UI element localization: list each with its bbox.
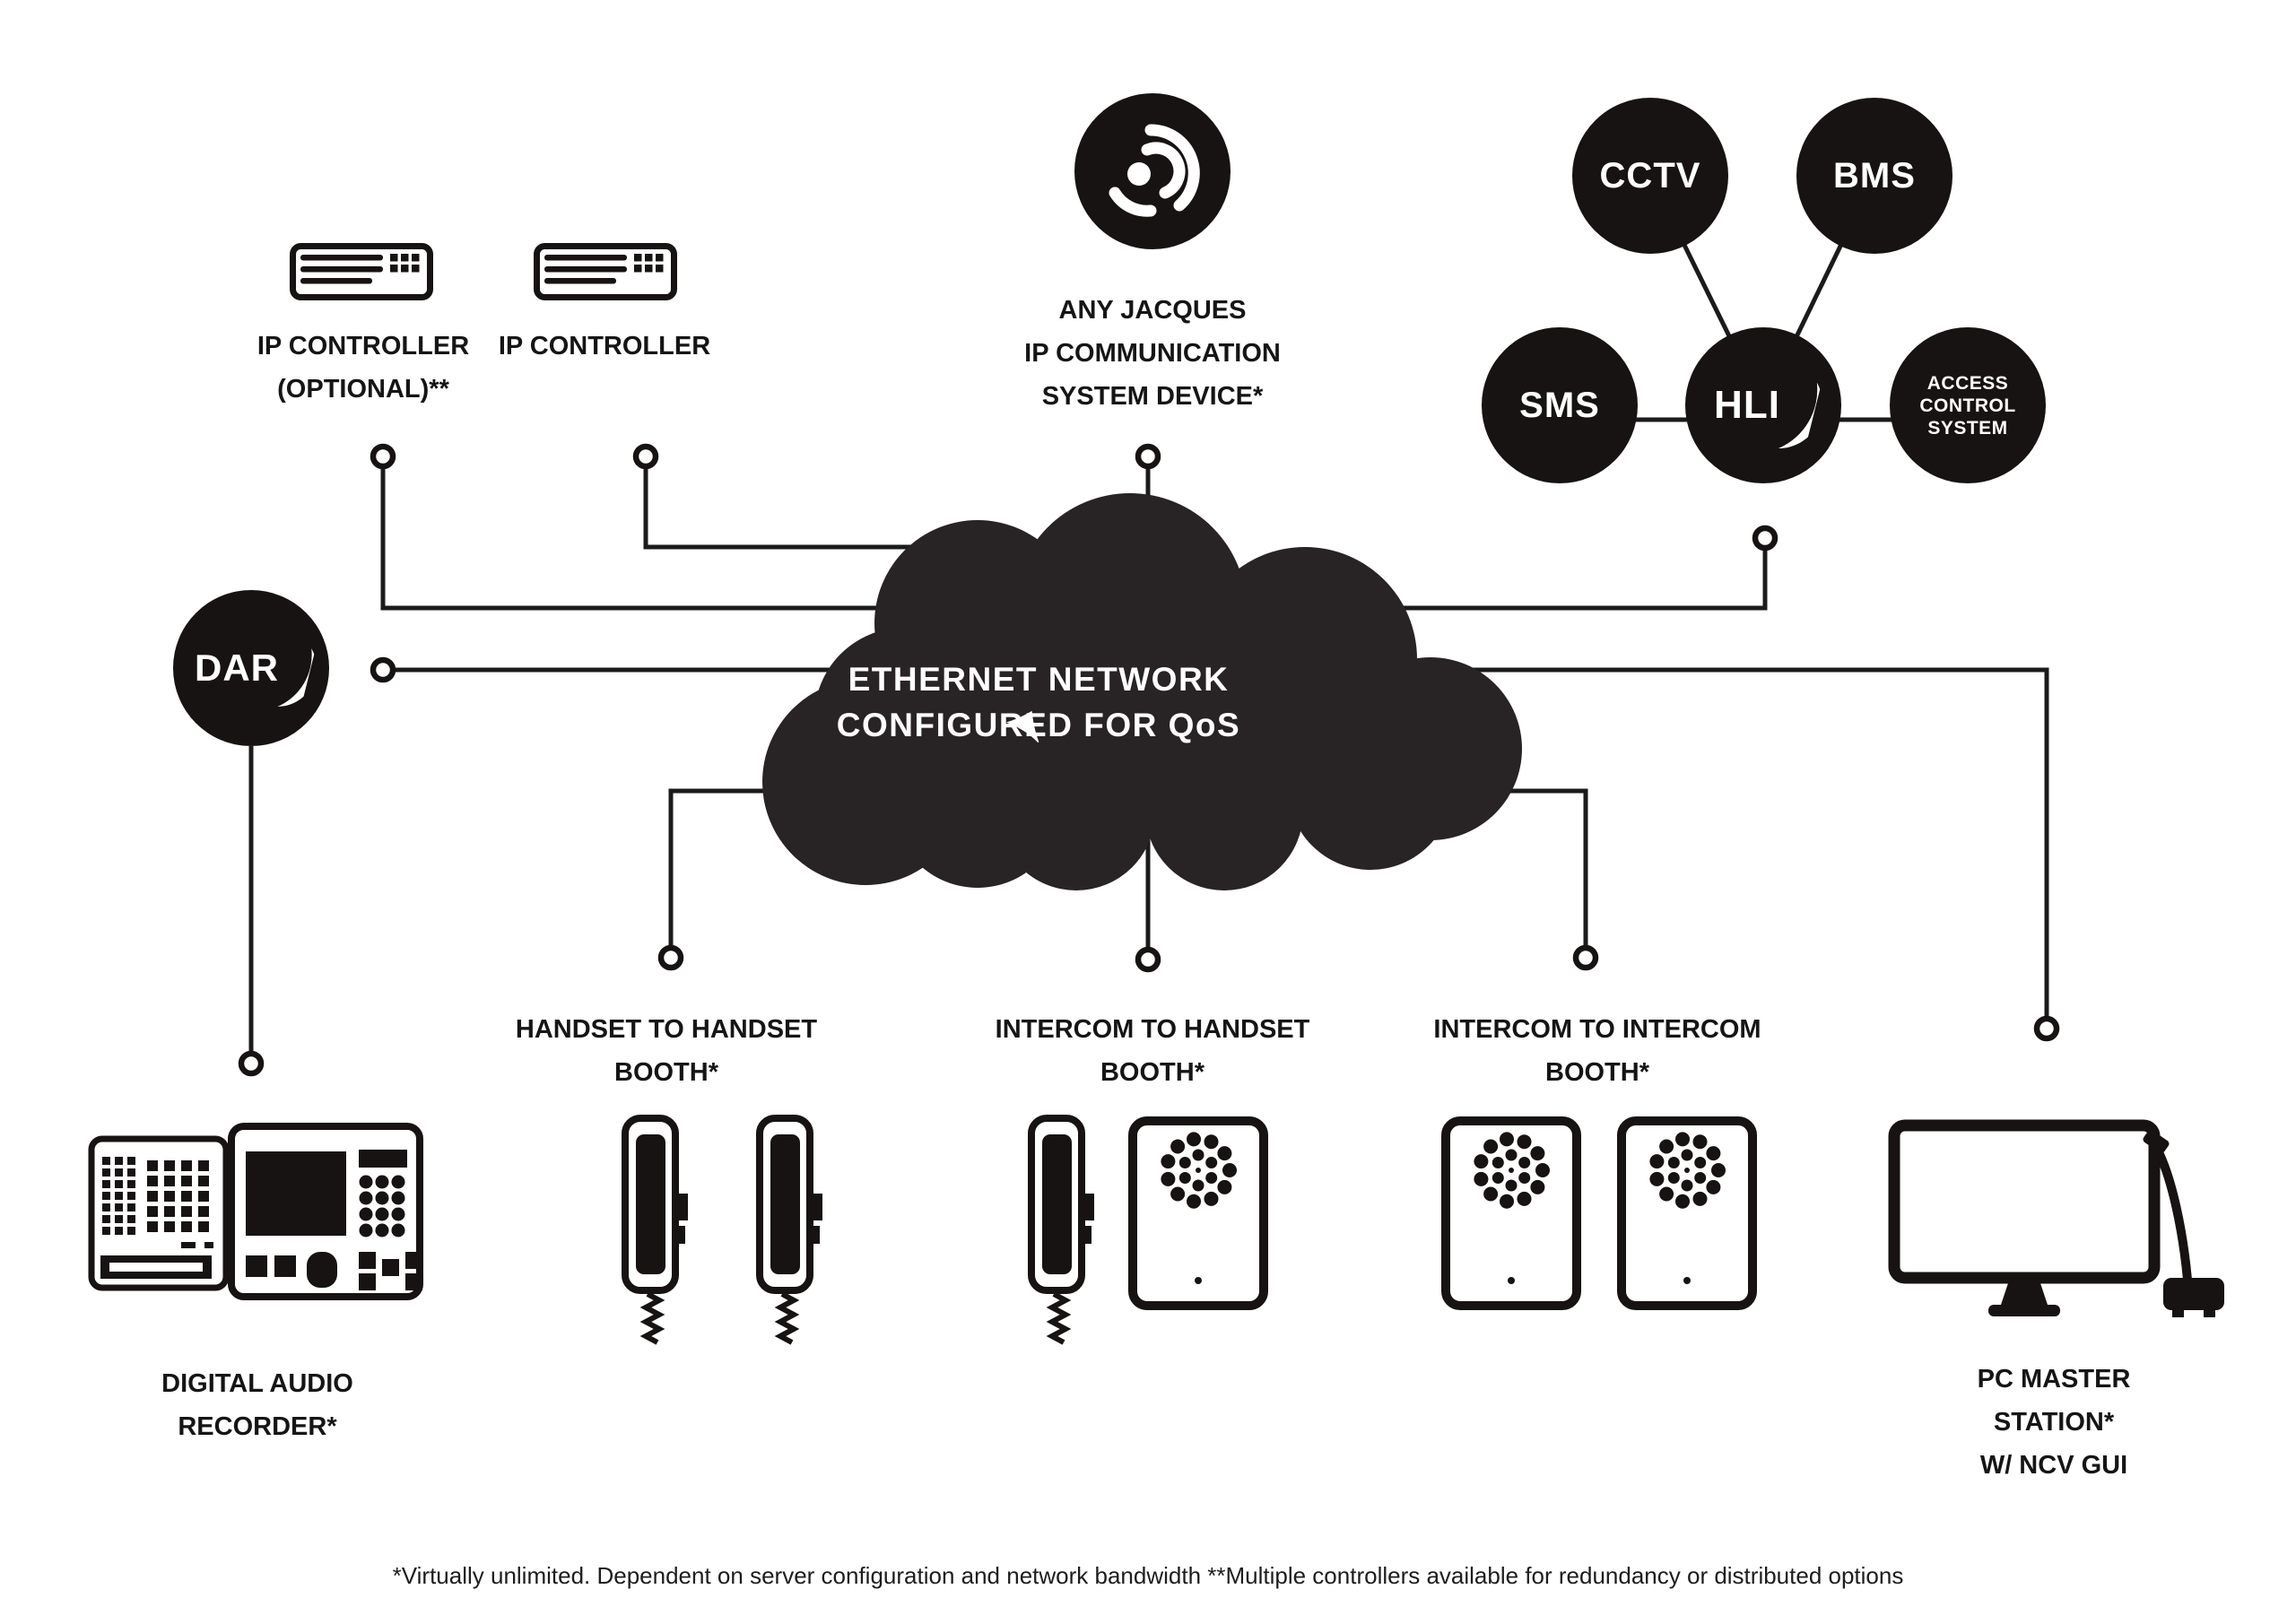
connection-point: [370, 443, 396, 470]
label-line: RECORDER*: [178, 1412, 337, 1441]
node-bms-label: BMS: [1833, 155, 1916, 195]
label-line: STATION*: [1993, 1408, 2115, 1437]
connection-point: [370, 656, 396, 683]
handset-to-handset-label: HANDSET TO HANDSET BOOTH*: [516, 1008, 817, 1094]
node-dar-label: DAR: [195, 647, 279, 689]
connection-point: [238, 1050, 265, 1077]
label-line: INTERCOM TO HANDSET: [995, 1015, 1310, 1044]
label-line: IP COMMUNICATION: [1024, 339, 1281, 368]
node-cctv: CCTV: [1572, 98, 1728, 254]
connection-point: [657, 944, 684, 971]
connection-point: [2033, 1015, 2060, 1042]
ip-controller-icon: [534, 243, 677, 300]
handset-icon: [1028, 1115, 1094, 1345]
label-line: PC MASTER: [1977, 1365, 2131, 1394]
connection-point: [1135, 946, 1161, 973]
label-line: W/ NCV GUI: [1979, 1451, 2128, 1480]
ip-controller-optional-icon: [290, 243, 433, 300]
ethernet-cloud: [762, 493, 1522, 890]
label-line: (OPTIONAL)**: [277, 375, 449, 404]
handset-icon: [756, 1115, 822, 1345]
label-line: ACCESS: [1926, 372, 2009, 394]
pc-master-station-label: PC MASTER STATION* W/ NCV GUI: [1978, 1358, 2131, 1487]
jacques-logo-icon: [1109, 124, 1200, 217]
label-line: CONTROL: [1919, 395, 2016, 416]
jacques-device-node: [1074, 93, 1231, 249]
connection-point: [1135, 443, 1161, 470]
intercom-to-intercom-label: INTERCOM TO INTERCOM BOOTH*: [1433, 1008, 1761, 1094]
node-hli: HLI: [1685, 327, 1841, 483]
label-line: SYSTEM: [1927, 417, 2008, 439]
node-access-control: ACCESS CONTROL SYSTEM: [1890, 327, 2046, 483]
cloud-title: ETHERNET NETWORK CONFIGURED FOR QoS: [837, 656, 1240, 748]
node-sms: SMS: [1482, 327, 1638, 483]
digital-audio-recorder-icon: [88, 1123, 423, 1300]
wire-handset-booth: [668, 788, 807, 947]
label-line: IP CONTROLLER: [498, 332, 711, 360]
ip-controller-optional-label: IP CONTROLLER (OPTIONAL)**: [257, 325, 469, 411]
connection-point: [1572, 944, 1599, 971]
node-sms-label: SMS: [1519, 385, 1600, 425]
label-line: BOOTH*: [614, 1058, 718, 1087]
connection-point: [632, 443, 659, 470]
connection-point: [1752, 525, 1779, 551]
footnote: *Virtually unlimited. Dependent on serve…: [392, 1562, 1904, 1589]
wire-ip-controller: [643, 467, 1031, 550]
pc-master-station-icon: [1888, 1119, 2224, 1317]
label-line: SYSTEM DEVICE*: [1041, 382, 1264, 411]
label-line: ANY JACQUES: [1058, 296, 1247, 325]
jacques-device-label: ANY JACQUES IP COMMUNICATION SYSTEM DEVI…: [1024, 289, 1281, 418]
intercom-icon: [1617, 1116, 1757, 1310]
label-line: BOOTH*: [1545, 1058, 1649, 1087]
node-cctv-label: CCTV: [1599, 155, 1701, 195]
digital-audio-recorder-label: DIGITAL AUDIO RECORDER*: [161, 1362, 353, 1448]
node-bms: BMS: [1796, 98, 1952, 254]
cloud-title-line1: ETHERNET NETWORK: [848, 661, 1230, 698]
intercom-icon: [1128, 1116, 1268, 1310]
connection-points: [238, 443, 2060, 1077]
label-line: HANDSET TO HANDSET: [515, 1015, 818, 1044]
node-hli-label: HLI: [1714, 383, 1780, 427]
label-line: INTERCOM TO INTERCOM: [1433, 1015, 1761, 1044]
label-line: BOOTH*: [1100, 1058, 1205, 1087]
ip-controller-label: IP CONTROLLER: [499, 325, 710, 368]
cloud-title-line2: CONFIGURED FOR QoS: [836, 707, 1241, 743]
node-dar: DAR: [173, 590, 329, 746]
intercom-to-handset-label: INTERCOM TO HANDSET BOOTH*: [996, 1008, 1310, 1094]
label-line: IP CONTROLLER: [257, 332, 470, 360]
handset-icon: [622, 1115, 688, 1345]
label-line: DIGITAL AUDIO: [161, 1369, 353, 1398]
intercom-icon: [1441, 1116, 1581, 1310]
